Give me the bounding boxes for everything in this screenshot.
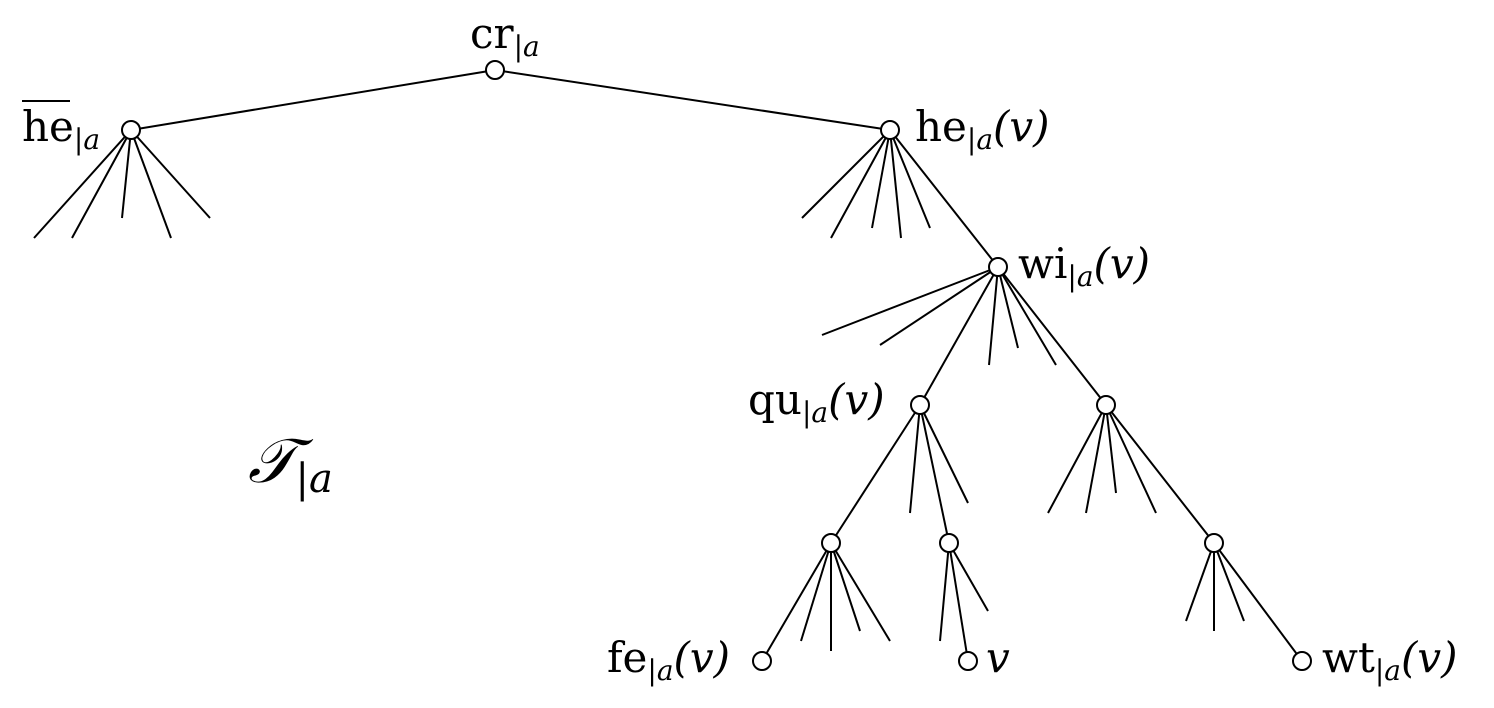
node-unlabeled xyxy=(1204,533,1224,553)
stub xyxy=(997,266,1019,349)
edge-wiv-quv xyxy=(919,266,999,406)
stub xyxy=(1047,404,1107,514)
stub xyxy=(997,266,1057,366)
stub xyxy=(801,129,891,219)
label-wt-v: wt|a(v) xyxy=(1322,633,1457,687)
stub xyxy=(948,542,969,662)
stub xyxy=(939,542,950,642)
edge-hev-wiv xyxy=(889,129,999,268)
edge-root-hev xyxy=(494,69,891,131)
stub xyxy=(33,129,132,239)
label-wi-v: wi|a(v) xyxy=(1018,239,1150,293)
stub xyxy=(948,542,989,612)
stub xyxy=(1213,542,1245,622)
node-qu-v xyxy=(910,395,930,415)
tree-nodes xyxy=(121,60,1312,671)
stub xyxy=(889,129,902,239)
stub xyxy=(919,404,969,504)
node-labels: cr|a he|a he|a(v) wi|a(v) qu|a(v) fe|a(v… xyxy=(22,9,1457,687)
edge-quv-n3 xyxy=(830,404,921,544)
label-he-v: he|a(v) xyxy=(915,102,1050,156)
edge-n2-n5 xyxy=(1105,404,1215,544)
stub xyxy=(130,129,211,219)
stub xyxy=(800,542,832,642)
label-he-bar: he|a xyxy=(22,102,100,156)
node-unlabeled xyxy=(821,533,841,553)
node-unlabeled xyxy=(1096,395,1116,415)
stub xyxy=(1185,542,1215,622)
stub xyxy=(821,266,999,336)
node-fe-v xyxy=(752,651,772,671)
stub xyxy=(1213,542,1303,662)
stub xyxy=(871,129,891,229)
tree-edges xyxy=(33,69,1303,662)
stub xyxy=(71,129,132,239)
edge-quv-n4 xyxy=(919,404,950,544)
node-he-v xyxy=(880,120,900,140)
stub xyxy=(830,129,891,239)
node-v xyxy=(958,651,978,671)
label-v: v xyxy=(986,633,1010,682)
label-qu-v: qu|a(v) xyxy=(748,375,885,429)
stub xyxy=(130,129,172,239)
stub xyxy=(761,542,832,662)
edge-root-hebar xyxy=(130,69,496,131)
stub xyxy=(889,129,931,229)
stub xyxy=(830,542,891,642)
node-he-bar xyxy=(121,120,141,140)
node-root xyxy=(485,60,505,80)
stub xyxy=(121,129,132,219)
node-wt-v xyxy=(1292,651,1312,671)
stub xyxy=(1085,404,1107,514)
node-wi-v xyxy=(988,257,1008,277)
edge-wiv-n2 xyxy=(997,266,1107,406)
label-fe-v: fe|a(v) xyxy=(607,633,730,687)
stub xyxy=(1105,404,1157,514)
stub xyxy=(988,266,999,366)
node-unlabeled xyxy=(939,533,959,553)
stub xyxy=(830,542,861,632)
stub xyxy=(879,266,999,346)
tree-title: 𝒯|a xyxy=(248,424,333,502)
stub xyxy=(1105,404,1117,494)
label-root: cr|a xyxy=(470,9,540,63)
stub xyxy=(909,404,921,514)
